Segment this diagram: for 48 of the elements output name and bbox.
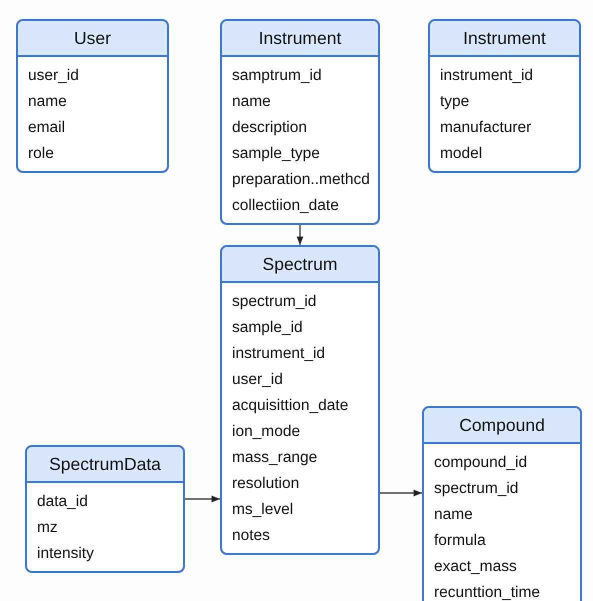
- attribute-field: samptrum_id: [232, 63, 322, 89]
- attribute-field: formula: [434, 528, 486, 554]
- attribute-field: mz: [37, 515, 58, 541]
- entity-title: Instrument: [222, 21, 378, 57]
- attribute-field: data_id: [37, 489, 88, 515]
- entity-table: [220, 19, 380, 225]
- attribute-field: instrument_id: [232, 341, 326, 367]
- attribute-field: sample_type: [232, 141, 320, 167]
- entity-title: SpectrumData: [27, 447, 183, 483]
- entity-table: [422, 406, 582, 601]
- entity-title: Spectrum: [222, 247, 378, 283]
- attribute-field: mass_range: [232, 445, 318, 471]
- attribute-field: model: [440, 141, 482, 167]
- attribute-field: description: [232, 115, 307, 141]
- attribute-field: compound_id: [434, 450, 528, 476]
- attribute-field: manufacturer: [440, 115, 532, 141]
- attribute-field: exact_mass: [434, 554, 517, 580]
- attribute-field: recunttion_time: [434, 580, 540, 601]
- relationship-arrow: [296, 225, 304, 245]
- attribute-field: acquisittion_date: [232, 393, 348, 419]
- attribute-field: name: [28, 89, 67, 115]
- attribute-field: name: [434, 502, 473, 528]
- attribute-field: resolution: [232, 471, 300, 497]
- entity-title: Compound: [424, 408, 580, 444]
- attribute-field: user_id: [28, 63, 79, 89]
- entity-table: [25, 445, 185, 573]
- attribute-field: intensity: [37, 541, 94, 567]
- attribute-field: ms_level: [232, 497, 294, 523]
- entity-title: Instrument: [430, 21, 579, 57]
- attribute-field: sample_id: [232, 315, 303, 341]
- attribute-field: email: [28, 115, 66, 141]
- attribute-field: type: [440, 89, 470, 115]
- attribute-field: role: [28, 141, 54, 167]
- relationship-arrow: [380, 490, 422, 496]
- attribute-field: ion_mode: [232, 419, 300, 445]
- relationship-arrow: [185, 496, 220, 502]
- attribute-field: spectrum_id: [232, 289, 316, 315]
- attribute-field: instrument_id: [440, 63, 534, 89]
- entity-table: [220, 245, 380, 555]
- attribute-field: preparation..methcd: [232, 167, 370, 193]
- entity-table: [16, 19, 169, 173]
- attribute-field: collectiion_date: [232, 193, 339, 219]
- attribute-field: name: [232, 89, 271, 115]
- attribute-field: spectrum_id: [434, 476, 518, 502]
- entity-title: User: [18, 21, 167, 57]
- attribute-field: user_id: [232, 367, 283, 393]
- entity-table: [428, 19, 581, 173]
- attribute-field: notes: [232, 523, 270, 549]
